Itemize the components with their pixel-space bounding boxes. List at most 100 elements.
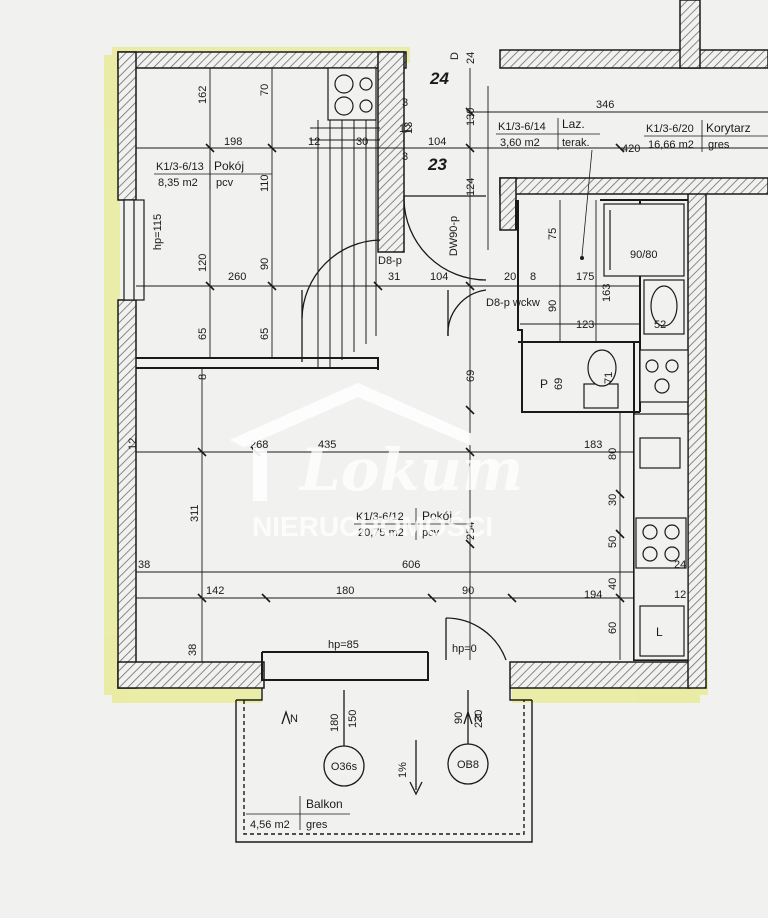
room-floor: terak. xyxy=(562,137,590,149)
door-balcony xyxy=(445,617,507,661)
wall-right xyxy=(687,189,707,689)
dim-40: 40 xyxy=(607,578,619,590)
watermark-house-icon xyxy=(229,382,471,501)
room-area: 20,75 m2 xyxy=(358,527,404,539)
room-floor: pcv xyxy=(422,527,440,539)
dim-12c: 12 xyxy=(127,438,139,450)
dim-346: 346 xyxy=(596,99,614,111)
room-area: 4,56 m2 xyxy=(250,819,290,831)
dimension-ticks xyxy=(197,107,625,603)
wall-left-lower xyxy=(117,299,137,689)
wall-bottom-left xyxy=(117,661,265,689)
watermark-subtitle: NIERUCHOMOŚCI xyxy=(252,511,493,542)
dim-311: 311 xyxy=(189,504,201,522)
dim-38b: 38 xyxy=(187,644,199,656)
dim-120: 120 xyxy=(197,254,209,272)
dim-80: 80 xyxy=(607,448,619,460)
stair-label-3a: 3 xyxy=(402,97,408,109)
dim-90a: 90 xyxy=(259,258,271,270)
dim-130: 130 xyxy=(465,108,477,126)
balcony xyxy=(235,688,533,843)
dim-24: 24 xyxy=(674,559,686,571)
dim-65a: 65 xyxy=(197,328,209,340)
dim-71: 71 xyxy=(603,372,615,384)
slope-label: 1% xyxy=(397,762,409,778)
dim-180: 180 xyxy=(336,585,354,597)
balcony-hp-label: hp=85 xyxy=(328,639,359,651)
dim-70: 70 xyxy=(259,84,271,96)
dim-104a: 104 xyxy=(428,136,446,148)
balcony-symbols xyxy=(281,690,489,796)
room-floor: gres xyxy=(306,819,328,831)
dim-30b: 30 xyxy=(607,494,619,506)
dim-606: 606 xyxy=(402,559,420,571)
door-d8-label: D8-p xyxy=(378,255,402,267)
room-name: Pokój xyxy=(214,159,244,173)
dim-12a: 12 xyxy=(308,136,320,148)
room-floor: pcv xyxy=(216,177,234,189)
shower-size-label: 90/80 xyxy=(630,249,658,261)
dim-38a: 38 xyxy=(138,559,150,571)
dim-194: 194 xyxy=(584,589,602,601)
room-code: K1/3-6/12 xyxy=(356,511,404,523)
door-bath xyxy=(447,289,487,337)
room-name: Pokój xyxy=(422,509,452,523)
boiler xyxy=(639,349,689,403)
dim-60: 60 xyxy=(607,622,619,634)
room-area: 3,60 m2 xyxy=(500,137,540,149)
room-label-pokoj-small: K1/3-6/13 Pokój 8,35 m2 pcv xyxy=(154,159,272,190)
watermark: Lokum NIERUCHOMOŚCI xyxy=(229,382,523,542)
wc-tank xyxy=(583,383,619,409)
kitchen-l-label: L xyxy=(656,625,663,639)
wall-corridor-top xyxy=(499,177,768,195)
shower-tray xyxy=(603,203,685,277)
dim-69b: 69 xyxy=(553,378,565,390)
watermark-word: Lokum xyxy=(298,436,523,504)
doors xyxy=(301,195,507,661)
room-label-balkon: Balkon 4,56 m2 gres xyxy=(246,796,350,831)
window-hp-label: hp=115 xyxy=(152,214,164,250)
sink xyxy=(639,437,681,469)
dim-8a: 8 xyxy=(197,374,209,380)
stair-label-12: 12 xyxy=(399,123,411,135)
wall-top-left xyxy=(117,51,407,69)
dim-75: 75 xyxy=(547,228,559,240)
dim-142: 142 xyxy=(206,585,224,597)
room-label-pokoj-main: K1/3-6/12 Pokój 20,75 m2 pcv xyxy=(354,508,468,540)
dim-198: 198 xyxy=(224,136,242,148)
balcony-door-hp-label: hp=0 xyxy=(452,643,477,655)
room-area: 8,35 m2 xyxy=(158,177,198,189)
stair-number-23: 23 xyxy=(427,155,447,174)
dim-435: 435 xyxy=(318,439,336,451)
dim-90c: 90 xyxy=(462,585,474,597)
stair-lines xyxy=(310,120,380,368)
room-name: Laz. xyxy=(562,117,585,131)
wall-corner-tr xyxy=(679,0,701,69)
wall-stair-left xyxy=(377,51,405,253)
door-d8-small-room xyxy=(301,239,381,319)
walls xyxy=(117,0,768,689)
room-code: K1/3-6/14 xyxy=(498,121,546,133)
dim-90b: 90 xyxy=(547,300,559,312)
bathroom-fixtures xyxy=(583,203,689,409)
stair-label-24: 24 xyxy=(465,52,477,64)
room-area: 16,66 m2 xyxy=(648,139,694,151)
stair-number-24: 24 xyxy=(429,69,449,88)
dim-124: 124 xyxy=(465,178,477,196)
radiator-symbol xyxy=(327,67,377,121)
dim-104b: 104 xyxy=(430,271,448,283)
window-left xyxy=(123,199,145,301)
room-name: Korytarz xyxy=(706,121,751,135)
dim-150: 150 xyxy=(347,710,359,728)
door-dw90 xyxy=(403,196,487,281)
dim-110: 110 xyxy=(259,174,271,192)
room-code: K1/3-6/13 xyxy=(156,161,204,173)
wall-top-right xyxy=(499,49,768,69)
hob xyxy=(635,517,687,569)
dim-12b: 12 xyxy=(674,589,686,601)
room-label-korytarz: K1/3-6/20 Korytarz 16,66 m2 gres xyxy=(644,120,768,152)
dim-69a: 69 xyxy=(465,370,477,382)
dim-162: 162 xyxy=(197,86,209,104)
dim-420: 420 xyxy=(622,143,640,155)
